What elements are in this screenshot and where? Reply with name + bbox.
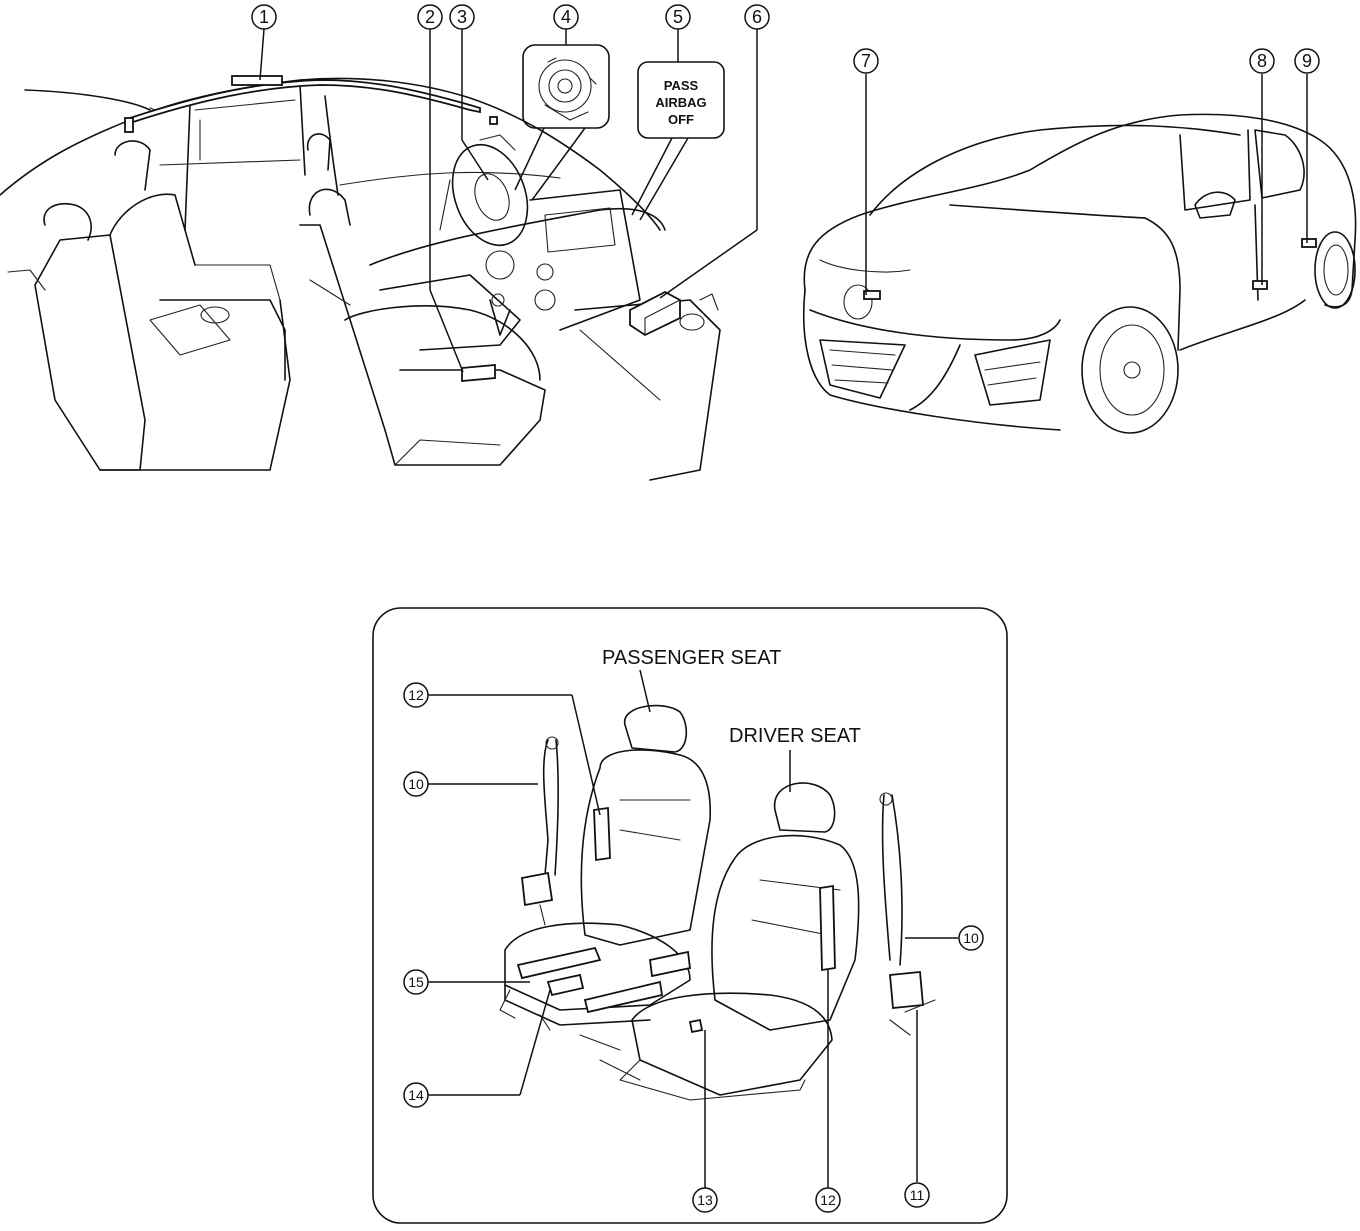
callout-15: 15 xyxy=(403,969,429,995)
interior-leaders xyxy=(259,28,758,373)
seat-inset: PASSENGER SEAT DRIVER SEAT xyxy=(372,607,1008,1224)
callout-7: 7 xyxy=(853,48,879,74)
callout-2: 2 xyxy=(417,4,443,30)
callout-15-number: 15 xyxy=(408,974,424,990)
callout-8-number: 8 xyxy=(1257,51,1267,71)
warning-line-3: OFF xyxy=(668,112,694,127)
side-acceleration-sensor xyxy=(1301,238,1317,248)
clock-spring-inset xyxy=(522,44,610,129)
side-pressure-sensor xyxy=(1252,280,1268,290)
callout-7-number: 7 xyxy=(861,51,871,71)
driver-seat-label: DRIVER SEAT xyxy=(729,725,861,747)
callout-4-number: 4 xyxy=(561,7,571,27)
warning-line-1: PASS xyxy=(664,78,699,93)
callout-11: 11 xyxy=(904,1182,930,1208)
callout-3: 3 xyxy=(449,4,475,30)
callout-9-number: 9 xyxy=(1302,51,1312,71)
callout-5-number: 5 xyxy=(673,7,683,27)
warning-line-2: AIRBAG xyxy=(655,95,706,110)
callout-12-driver: 12 xyxy=(815,1187,841,1213)
passenger-seat-label: PASSENGER SEAT xyxy=(602,647,781,669)
callout-6: 6 xyxy=(744,4,770,30)
front-crash-sensor xyxy=(863,290,881,300)
callout-10-passenger-number: 10 xyxy=(408,776,424,792)
callout-10-passenger: 10 xyxy=(403,771,429,797)
callout-10-driver-number: 10 xyxy=(963,930,979,946)
callout-10-driver: 10 xyxy=(958,925,984,951)
callout-12-passenger-number: 12 xyxy=(408,687,424,703)
callout-14-number: 14 xyxy=(408,1087,424,1103)
interior-view xyxy=(0,75,721,481)
callout-11-number: 11 xyxy=(910,1187,925,1203)
callout-12-passenger: 12 xyxy=(403,682,429,708)
callout-9: 9 xyxy=(1294,48,1320,74)
callout-4: 4 xyxy=(553,4,579,30)
callout-8: 8 xyxy=(1249,48,1275,74)
callout-13: 13 xyxy=(692,1187,718,1213)
callout-1: 1 xyxy=(251,4,277,30)
callout-6-number: 6 xyxy=(752,7,762,27)
callout-12-driver-number: 12 xyxy=(820,1192,836,1208)
callout-2-number: 2 xyxy=(425,7,435,27)
exterior-view xyxy=(802,74,1357,434)
callout-3-number: 3 xyxy=(457,7,467,27)
callout-5: 5 xyxy=(665,4,691,30)
callout-13-number: 13 xyxy=(697,1192,713,1208)
pass-airbag-off-indicator: PASS AIRBAG OFF xyxy=(637,61,725,139)
callout-14: 14 xyxy=(403,1082,429,1108)
callout-1-number: 1 xyxy=(259,7,269,27)
